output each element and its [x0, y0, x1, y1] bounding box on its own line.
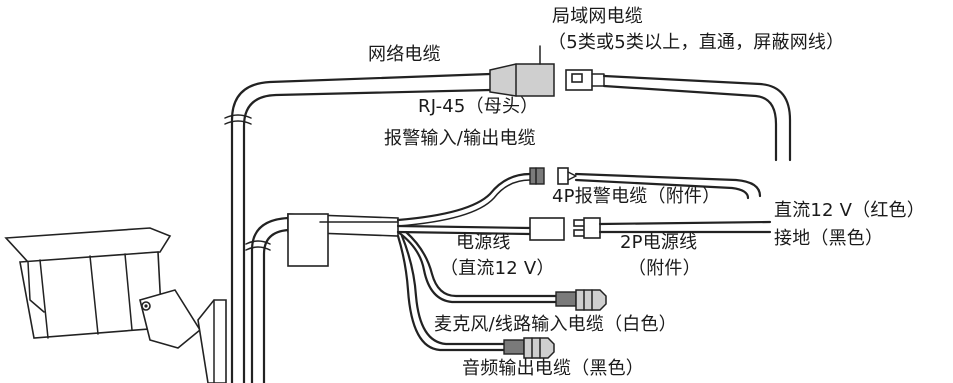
- label-rj45: RJ-45（母头）: [418, 96, 539, 117]
- label-mic-line-in: 麦克风/线路输入电缆（白色）: [434, 314, 677, 335]
- label-lan-cable-title: 局域网电缆: [552, 6, 643, 27]
- label-power-2p: 2P电源线: [620, 232, 698, 253]
- vertical-cable-bundle: [224, 72, 492, 383]
- rj45-female-connector: [489, 63, 555, 97]
- label-audio-out: 音频输出电缆（黑色）: [462, 358, 644, 379]
- lan-cable: [602, 74, 792, 162]
- mic-line-in-cable: [396, 230, 607, 311]
- label-alarm-4p-cable: 4P报警电缆（附件）: [552, 186, 721, 207]
- power-cable: [396, 217, 772, 241]
- alarm-io-cable: [396, 167, 762, 227]
- junction-box: [287, 213, 399, 267]
- label-dc12v-red: 直流12 V（红色）: [774, 200, 925, 221]
- label-power-line-spec: （直流12 V）: [440, 258, 555, 279]
- audio-out-cable: [396, 234, 555, 359]
- camera-body: [4, 227, 227, 383]
- rj45-male-plug: [565, 69, 605, 91]
- label-power-line: 电源线: [456, 232, 511, 253]
- label-power-2p-accessory: （附件）: [628, 258, 701, 279]
- label-network-cable: 网络电缆: [368, 44, 441, 65]
- label-ground-black: 接地（黑色）: [774, 228, 884, 249]
- label-lan-cable-spec: （5类或5类以上，直通，屏蔽网线）: [548, 32, 845, 53]
- label-alarm-io-cable: 报警输入/输出电缆: [384, 128, 536, 149]
